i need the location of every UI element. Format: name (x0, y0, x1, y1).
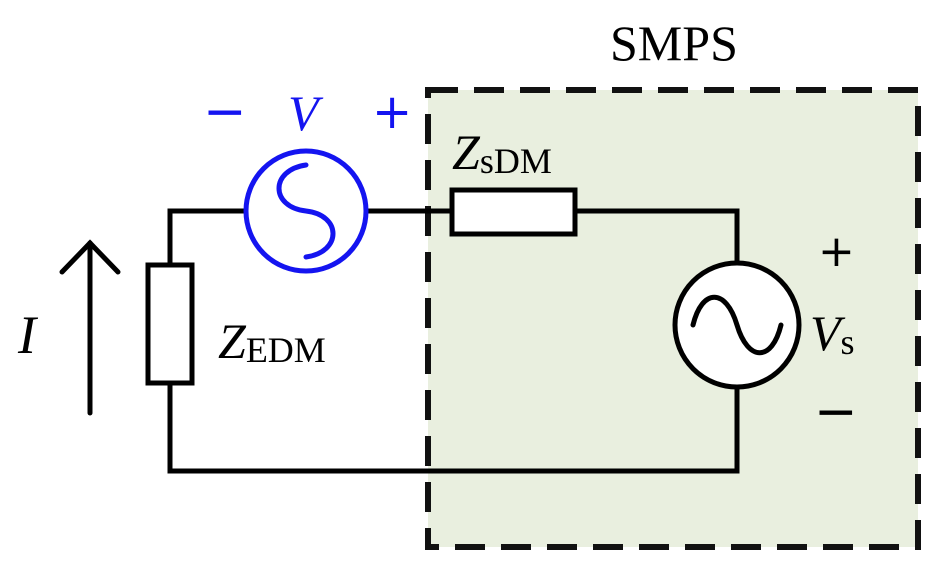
vs-main: V (810, 305, 841, 361)
z-edm-label: ZEDM (218, 313, 326, 369)
z-edm-resistor-icon (145, 262, 195, 386)
vs-minus-label: − (814, 382, 858, 442)
wires (167, 208, 740, 474)
z-edm-main: Z (218, 313, 246, 369)
z-sdm-main: Z (452, 124, 480, 180)
z-sdm-label: ZsDM (452, 124, 552, 180)
noise-plus-label: + (372, 84, 413, 140)
smps-label: SMPS (610, 15, 738, 71)
noise-minus-label: − (203, 82, 247, 142)
vs-source-icon (672, 260, 802, 390)
noise-source-icon (243, 148, 369, 274)
z-sdm-sub: sDM (479, 141, 552, 182)
noise-v-label: V (288, 85, 319, 141)
vs-sub: s (840, 322, 855, 363)
vs-label: Vs (810, 305, 855, 361)
z-sdm-resistor-icon (449, 187, 578, 237)
z-edm-sub: EDM (245, 330, 326, 371)
current-arrow-icon (59, 239, 121, 416)
vs-plus-label: + (818, 226, 855, 277)
current-label: I (18, 305, 36, 365)
